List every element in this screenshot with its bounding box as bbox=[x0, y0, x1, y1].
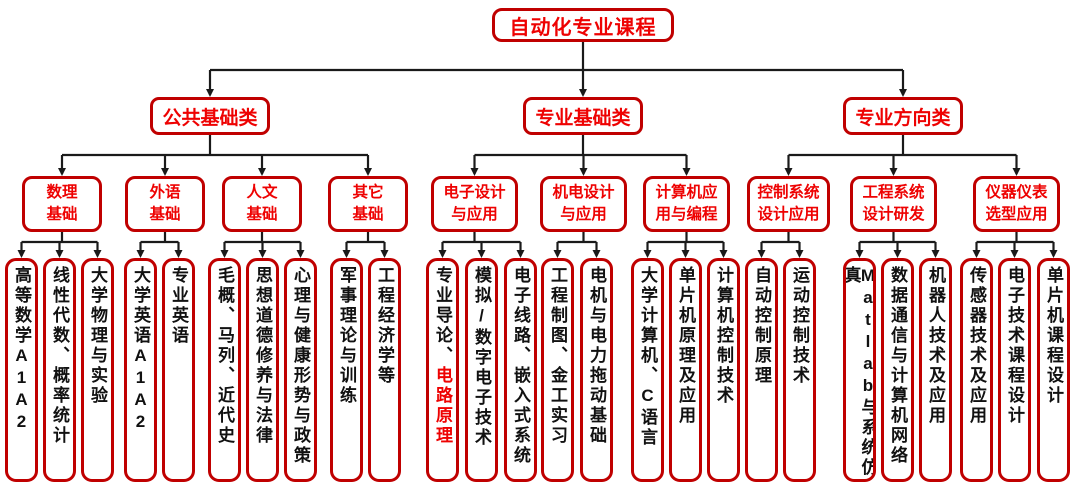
category-control-system-design-application: 控制系统 设计应用 bbox=[747, 176, 830, 232]
category-math-physics-foundation: 数理 基础 bbox=[22, 176, 102, 232]
course-mcu-course-design: 单片机课程设计 bbox=[1037, 258, 1070, 482]
branch-professional-direction: 专业方向类 bbox=[843, 97, 963, 135]
course-intro-circuit-theory: 专业导论、电路原理 bbox=[426, 258, 459, 482]
course-electronics-technology-course-design: 电子技术课程设计 bbox=[998, 258, 1031, 482]
course-sensor-technology-application: 传感器技术及应用 bbox=[960, 258, 993, 482]
root-node-automation-major-courses: 自动化专业课程 bbox=[492, 8, 674, 42]
course-analog-digital-electronics: 模拟/数字电子技术 bbox=[465, 258, 498, 482]
course-psychology-health-situation-policy: 心理与健康形势与政策 bbox=[284, 258, 317, 482]
course-college-english: 大学英语A1A2 bbox=[124, 258, 157, 482]
course-motor-electric-drive-basics: 电机与电力拖动基础 bbox=[580, 258, 613, 482]
course-matlab-system-simulation: Matlab与系统仿真 bbox=[843, 258, 876, 482]
category-computer-application-programming: 计算机应 用与编程 bbox=[643, 176, 730, 232]
course-motion-control-technology: 运动控制技术 bbox=[783, 258, 816, 482]
branch-professional-foundation: 专业基础类 bbox=[523, 97, 643, 135]
course-mcu-principle-application: 单片机原理及应用 bbox=[669, 258, 702, 482]
category-instrument-selection-application: 仪器仪表 选型应用 bbox=[973, 176, 1060, 232]
course-advanced-math: 高等数学A1A2 bbox=[5, 258, 38, 482]
course-maoism-marxism-modern-history: 毛概、马列、近代史 bbox=[208, 258, 241, 482]
branch-public-foundation: 公共基础类 bbox=[150, 97, 270, 135]
category-other-foundation: 其它 基础 bbox=[328, 176, 408, 232]
category-electromechanical-design-application: 机电设计 与应用 bbox=[540, 176, 627, 232]
course-ideology-morality-law: 思想道德修养与法律 bbox=[246, 258, 279, 482]
category-engineering-system-design-rd: 工程系统 设计研发 bbox=[850, 176, 937, 232]
course-electronic-circuits-embedded-systems: 电子线路、嵌入式系统 bbox=[504, 258, 537, 482]
course-automatic-control-theory: 自动控制原理 bbox=[745, 258, 778, 482]
course-linear-algebra-probability: 线性代数、概率统计 bbox=[43, 258, 76, 482]
course-college-physics-experiment: 大学物理与实验 bbox=[81, 258, 114, 482]
course-college-computer-c-language: 大学计算机、C语言 bbox=[631, 258, 664, 482]
course-computer-control-technology: 计算机控制技术 bbox=[707, 258, 740, 482]
course-professional-english: 专业英语 bbox=[162, 258, 195, 482]
course-military-theory-training: 军事理论与训练 bbox=[330, 258, 363, 482]
category-humanities-foundation: 人文 基础 bbox=[222, 176, 302, 232]
course-data-communication-computer-network: 数据通信与计算机网络 bbox=[881, 258, 914, 482]
category-foreign-language-foundation: 外语 基础 bbox=[125, 176, 205, 232]
course-robot-technology-application: 机器人技术及应用 bbox=[919, 258, 952, 482]
category-electronic-design-application: 电子设计 与应用 bbox=[431, 176, 518, 232]
course-engineering-drawing-metalworking: 工程制图、金工实习 bbox=[541, 258, 574, 482]
course-engineering-economics: 工程经济学等 bbox=[368, 258, 401, 482]
